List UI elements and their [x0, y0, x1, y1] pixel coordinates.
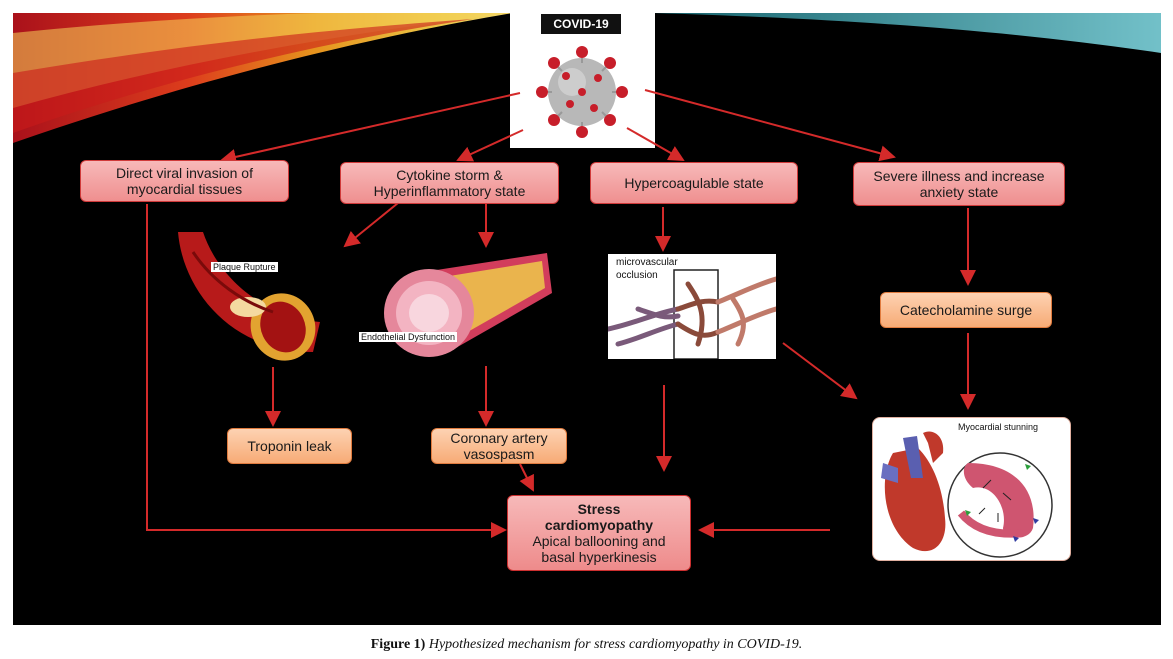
cytokine-storm-box: Cytokine storm & Hyperinflammatory state [340, 162, 559, 204]
myocardial-stunning-image: Myocardial stunning [872, 417, 1071, 561]
endothelial-label: Endothelial Dysfunction [359, 332, 458, 342]
virus-icon [536, 46, 628, 138]
capillary-network-icon [608, 269, 776, 359]
microvascular-label: microvascular occlusion [616, 257, 678, 281]
decorative-swoosh [13, 13, 1161, 143]
endothelial-image: Endothelial Dysfunction [357, 253, 552, 365]
plaque-rupture-label: Plaque Rupture [211, 262, 278, 272]
myocardial-label: Myocardial stunning [958, 422, 1039, 432]
plaque-rupture-image: Plaque Rupture [173, 232, 320, 367]
troponin-box: Troponin leak [227, 428, 352, 464]
artery-plaque-icon [178, 232, 320, 361]
heart-icon [881, 431, 1053, 558]
caption-text: Hypothesized mechanism for stress cardio… [428, 637, 803, 652]
hypercoagulable-box: Hypercoagulable state [590, 162, 798, 204]
covid-label: COVID-19 [541, 14, 621, 34]
stress-body: Apical ballooning and basal hyperkinesis [532, 533, 666, 566]
microvascular-image: microvascular occlusion [608, 254, 776, 359]
caption-label: Figure 1) [370, 637, 426, 652]
vasospasm-box: Coronary artery vasospasm [431, 428, 567, 464]
covid-virus-panel: COVID-19 [510, 8, 655, 148]
blood-vessel-icon [384, 253, 552, 357]
direct-viral-invasion-box: Direct viral invasion of myocardial tiss… [80, 160, 289, 202]
stress-title: Stress cardiomyopathy [544, 500, 654, 533]
stress-cardiomyopathy-box: Stress cardiomyopathy Apical ballooning … [507, 495, 691, 571]
figure-caption: Figure 1) Hypothesized mechanism for str… [0, 637, 1173, 653]
catecholamine-box: Catecholamine surge [880, 292, 1052, 328]
severe-illness-box: Severe illness and increase anxiety stat… [853, 162, 1065, 206]
